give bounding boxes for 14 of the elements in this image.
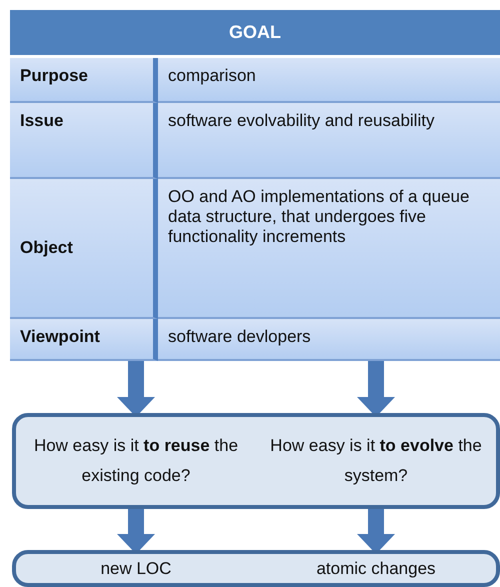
row-value: software devlopers — [158, 319, 500, 361]
question-panel — [12, 413, 500, 509]
row-label: Purpose — [10, 58, 158, 103]
row-value: OO and AO implementations of a queue data structure, that undergoes five functionality increments — [158, 179, 500, 319]
metric-text: new LOC — [16, 554, 256, 583]
metric-panel — [12, 550, 500, 587]
question-text: How easy is it to evolve the system? — [256, 417, 496, 505]
row-label: Object — [10, 179, 158, 319]
metric-text: atomic changes — [256, 554, 496, 583]
row-value: comparison — [158, 58, 500, 103]
row-label: Issue — [10, 103, 158, 179]
question-text: How easy is it to reuse the existing code? — [16, 417, 256, 505]
row-value: software evolvability and reusability — [158, 103, 500, 179]
row-label: Viewpoint — [10, 319, 158, 361]
